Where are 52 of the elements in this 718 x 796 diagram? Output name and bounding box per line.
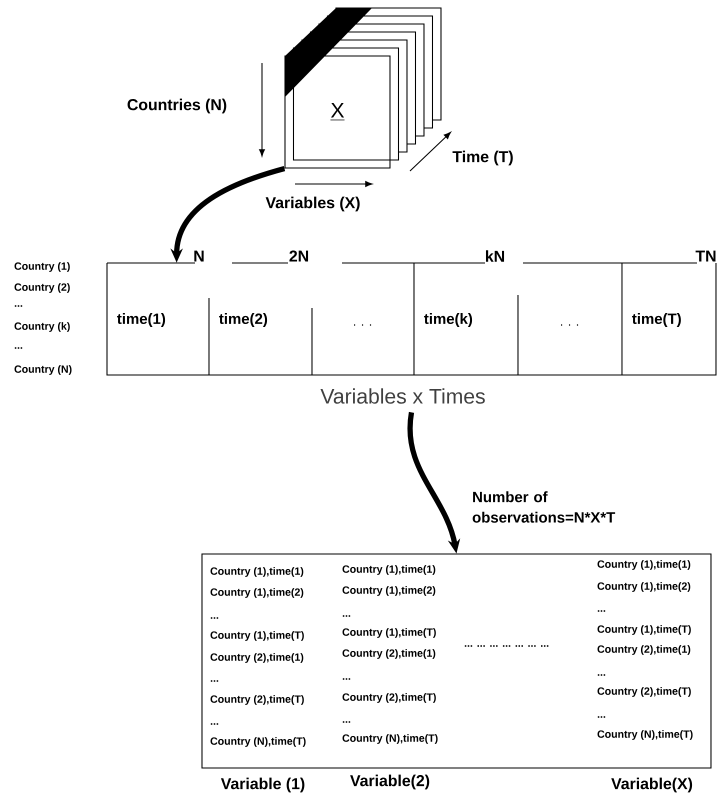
cell-entry: Country (N),time(T)	[210, 737, 306, 747]
cell-entry: Country (1),time(T)	[598, 625, 691, 635]
cell-entry: Country (1),time(T)	[342, 628, 436, 638]
data-table	[201, 553, 712, 769]
cell-entry: Country (2),time(T)	[598, 687, 691, 697]
row-label: Country (k)	[14, 322, 70, 332]
cell-entry: Country (2),time(T)	[210, 695, 304, 705]
cell-entry: Country (2),time(1)	[598, 645, 690, 655]
cell-entry: ...	[598, 674, 606, 676]
cell-entry: Country (N),time(T)	[598, 730, 693, 740]
cell-entry: ...	[342, 615, 350, 617]
row-label: Country (1)	[14, 262, 70, 272]
cell-entry: Country (2),time(1)	[210, 653, 304, 663]
table-cell: . . .	[354, 324, 372, 326]
ellipsis: ... ... ... ... ... ... ...	[464, 645, 548, 647]
cell-entry: ...	[210, 680, 218, 682]
cell-entry: Country (1),time(T)	[210, 631, 304, 641]
table-cell: time(k)	[424, 313, 472, 327]
axis-label: Countries (N)	[128, 98, 226, 114]
cell-entry: Country (N),time(T)	[342, 734, 438, 744]
axis-label: Time (T)	[452, 150, 513, 166]
cell-entry: Country (1),time(2)	[598, 582, 690, 592]
table-cell: time(T)	[632, 313, 681, 327]
row-label: Country (2)	[14, 283, 70, 293]
cell-entry: Country (1),time(1)	[598, 560, 690, 570]
column-marker: kN	[486, 250, 504, 262]
table-cell: time(2)	[219, 313, 268, 327]
table-caption: Variables x Times	[320, 388, 485, 404]
cell-entry: Country (1),time(1)	[342, 565, 436, 575]
row-label: ...	[14, 347, 22, 349]
column-marker: TN	[696, 250, 716, 262]
cell-entry: ...	[598, 716, 606, 718]
cell-entry: ...	[210, 617, 218, 619]
cell-entry: ...	[342, 678, 350, 680]
cell-entry: ...	[598, 610, 606, 612]
cell-entry: Country (1),time(1)	[210, 567, 304, 577]
column-marker: N	[194, 250, 204, 262]
cell-entry: ...	[342, 721, 350, 723]
table-frame	[106, 263, 717, 376]
table-cell: time(1)	[117, 313, 166, 327]
cell-entry: Country (1),time(2)	[342, 586, 436, 596]
axis-label: Variables (X)	[266, 196, 360, 212]
cell-entry: Country (2),time(T)	[342, 693, 436, 703]
cell-entry: ...	[210, 723, 218, 725]
note-text: Number of observations=N*X*T	[472, 491, 616, 523]
row-label: Country (N)	[14, 365, 72, 375]
table-cell: . . .	[561, 324, 578, 326]
row-label: ...	[14, 305, 22, 307]
column-marker: 2N	[289, 250, 308, 262]
front-face: X	[284, 55, 391, 169]
cell-entry: Country (2),time(1)	[342, 649, 436, 659]
cell-entry: Country (1),time(2)	[210, 588, 304, 598]
